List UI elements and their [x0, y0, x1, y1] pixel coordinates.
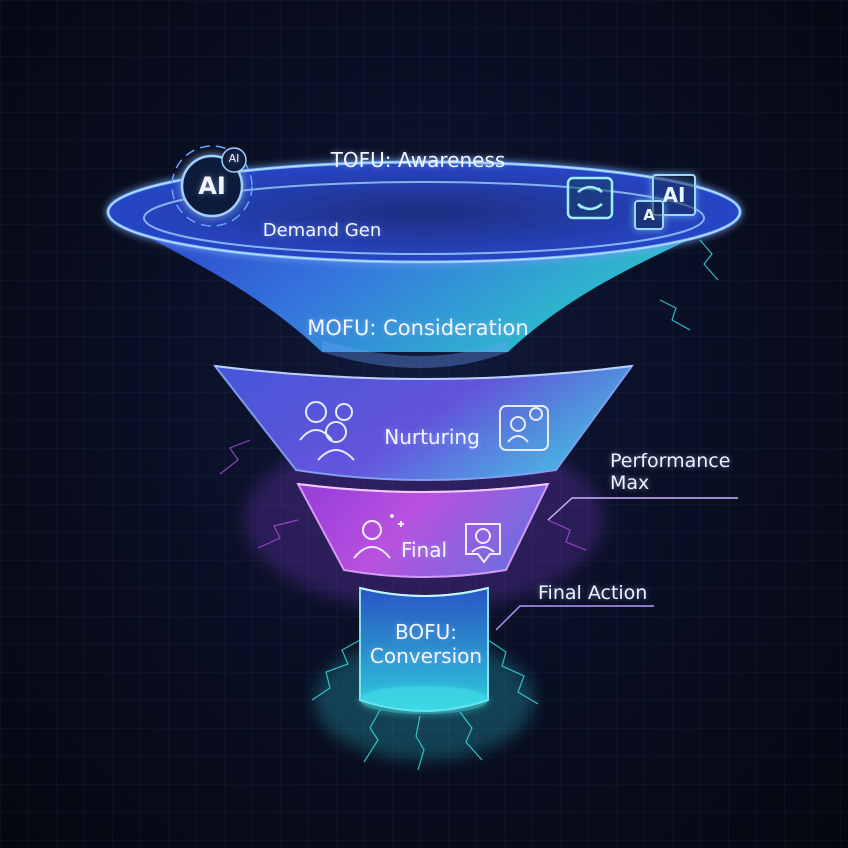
sync-chat-icon: [566, 176, 614, 220]
performance-max-connector: [547, 497, 738, 521]
stage-final-shape: [296, 482, 550, 578]
ai-circuit-icon: [171, 145, 253, 227]
ai-badge-main: AI: [198, 172, 226, 200]
stage-mofu-title: MOFU: Consideration: [307, 316, 529, 340]
stage-bofu-title: BOFU:: [395, 620, 457, 644]
callout-final-action: Final Action: [538, 582, 648, 604]
ai-square-icon: AI: [652, 174, 696, 216]
final-action-connector: [495, 605, 654, 631]
stage-final-title: Final: [400, 538, 448, 562]
stage-tofu-title: TOFU: Awareness: [330, 148, 506, 172]
profile-settings-icon: [499, 405, 549, 451]
stage-bofu-title2: Conversion: [369, 644, 483, 668]
team-users-icon: [299, 401, 355, 461]
stage-mofu-shape: [212, 364, 635, 481]
translate-icon: A: [634, 200, 664, 230]
callout-performance-max-line1: Performance: [610, 450, 731, 472]
user-chat-icon: [465, 523, 501, 564]
purple-strands: [219, 439, 587, 551]
lightning-strands: [311, 239, 719, 771]
ai-badge-small: AI: [228, 152, 240, 165]
stage-mofu-subtitle: Nurturing: [384, 425, 480, 449]
user-sparkle-icon: [353, 514, 404, 559]
callout-performance-max-line2: Max: [610, 472, 650, 494]
stage-tofu-subtitle: Demand Gen: [262, 220, 382, 241]
stage-bofu-shape: [359, 586, 489, 714]
